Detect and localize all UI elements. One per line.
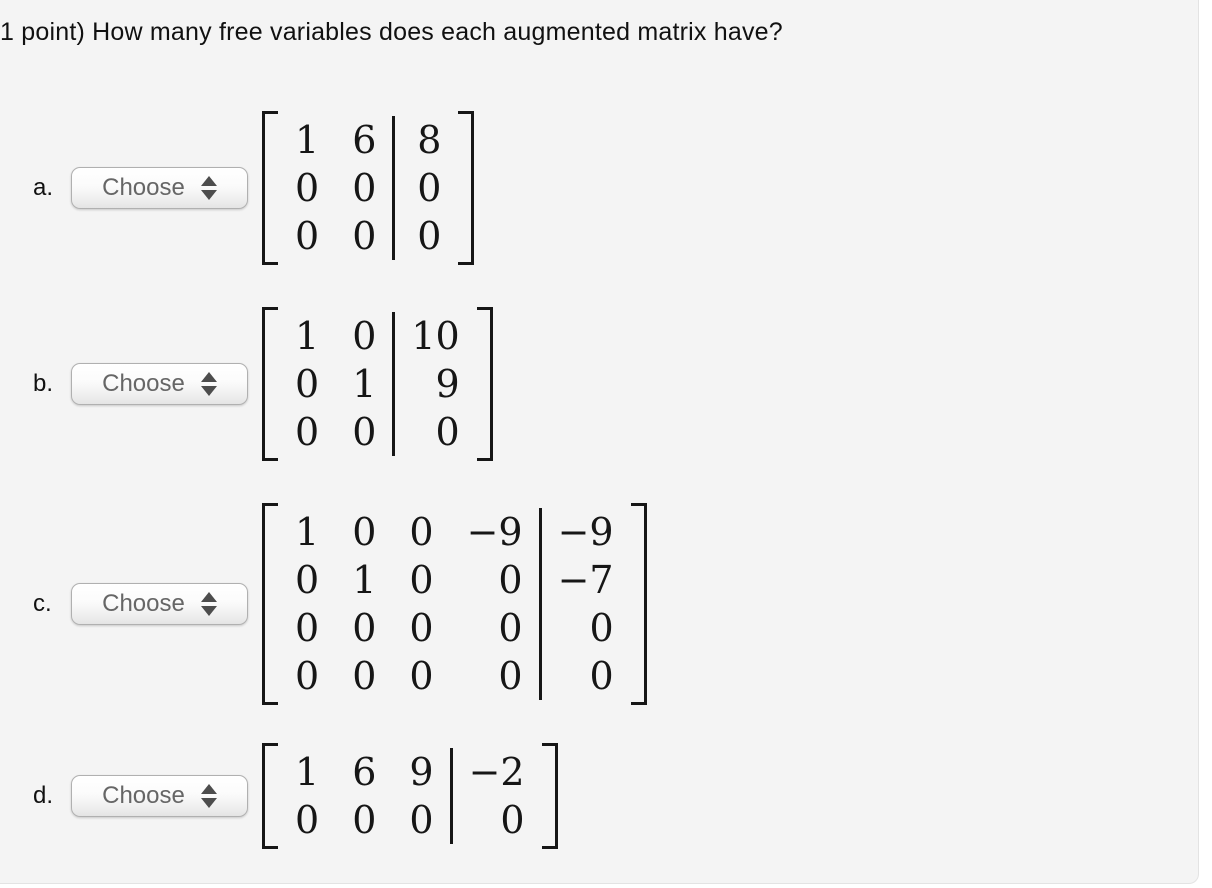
arrow-up-icon (200, 784, 217, 794)
matrix-cell: 0 (498, 558, 523, 602)
matrix-cell: 1 (352, 362, 377, 406)
matrix-cell: 0 (498, 654, 523, 698)
matrix-bracket-left (262, 307, 278, 461)
part-label: c. (33, 590, 52, 617)
matrix-cell: 0 (295, 558, 320, 602)
matrix-cell: 1 (295, 118, 320, 162)
matrix-cell: 1 (295, 510, 320, 554)
matrix-bracket-left (262, 503, 278, 705)
question-title: 1 point) How many free variables does ea… (0, 18, 783, 46)
matrix-cell: 6 (352, 750, 377, 794)
matrix-bracket-left (262, 743, 278, 849)
matrix-cell: 0 (352, 606, 377, 650)
matrix-cell: 9 (392, 360, 476, 408)
matrix-cell: 0 (449, 796, 542, 844)
matrix-cell: 0 (295, 798, 320, 842)
matrix-cell: 1 (295, 750, 320, 794)
matrix-bracket-right (541, 743, 558, 849)
matrix-cell: −9 (538, 508, 631, 556)
dropdown-arrows-icon (200, 372, 217, 396)
matrix-cell: 8 (392, 116, 458, 164)
matrix-bracket-right (458, 111, 475, 265)
matrix-cell: 1 (295, 314, 320, 358)
matrix-cell: 0 (295, 606, 320, 650)
matrix-bracket-left (262, 111, 278, 265)
matrix-cell: 0 (409, 510, 434, 554)
arrow-up-icon (200, 372, 217, 382)
matrix-cell: 0 (352, 654, 377, 698)
matrix-bracket-right (630, 503, 647, 705)
matrix-cell: −9 (466, 510, 523, 554)
matrix-cell: 0 (409, 798, 434, 842)
matrix-cell: 0 (409, 606, 434, 650)
matrix-cell: 0 (392, 212, 458, 260)
choose-dropdown-label: Choose (102, 370, 185, 397)
matrix-cell: 0 (538, 652, 631, 700)
dropdown-arrows-icon (200, 784, 217, 808)
dropdown-arrows-icon (200, 176, 217, 200)
matrix-cell: 0 (352, 510, 377, 554)
choose-dropdown-c[interactable]: Choose (71, 583, 248, 625)
part-label: b. (33, 370, 54, 397)
matrix-cell: −7 (538, 556, 631, 604)
matrix-cell: 0 (392, 164, 458, 212)
matrix-cell: −2 (449, 748, 542, 796)
arrow-up-icon (200, 592, 217, 602)
matrix-cell: 0 (295, 654, 320, 698)
dropdown-arrows-icon (200, 592, 217, 616)
matrix-cell: 0 (352, 214, 377, 258)
matrix-cell: 0 (352, 166, 377, 210)
part-label: a. (33, 174, 54, 201)
choose-dropdown-label: Choose (102, 174, 185, 201)
choose-dropdown-d[interactable]: Choose (71, 775, 248, 817)
matrix-cell: 0 (295, 166, 320, 210)
choose-dropdown-b[interactable]: Choose (71, 363, 248, 405)
matrix-cell: 0 (409, 654, 434, 698)
arrow-down-icon (200, 386, 217, 396)
matrix-bracket-right (476, 307, 493, 461)
choose-dropdown-label: Choose (102, 590, 185, 617)
matrix-cell: 0 (538, 604, 631, 652)
matrix-cell: 9 (409, 750, 434, 794)
matrix-cell: 0 (392, 408, 476, 456)
arrow-up-icon (200, 176, 217, 186)
matrix-cell: 0 (295, 214, 320, 258)
matrix-cell: 0 (352, 314, 377, 358)
arrow-down-icon (200, 798, 217, 808)
matrix-cell: 0 (498, 606, 523, 650)
arrow-down-icon (200, 190, 217, 200)
matrix-cell: 0 (295, 410, 320, 454)
choose-dropdown-a[interactable]: Choose (71, 167, 248, 209)
matrix-cell: 0 (352, 798, 377, 842)
part-label: d. (33, 782, 54, 809)
matrix-cell: 0 (352, 410, 377, 454)
matrix-cell: 10 (392, 312, 476, 360)
matrix-cell: 6 (352, 118, 377, 162)
matrix-cell: 1 (352, 558, 377, 602)
choose-dropdown-label: Choose (102, 782, 185, 809)
matrix-cell: 0 (409, 558, 434, 602)
arrow-down-icon (200, 606, 217, 616)
matrix-cell: 0 (295, 362, 320, 406)
